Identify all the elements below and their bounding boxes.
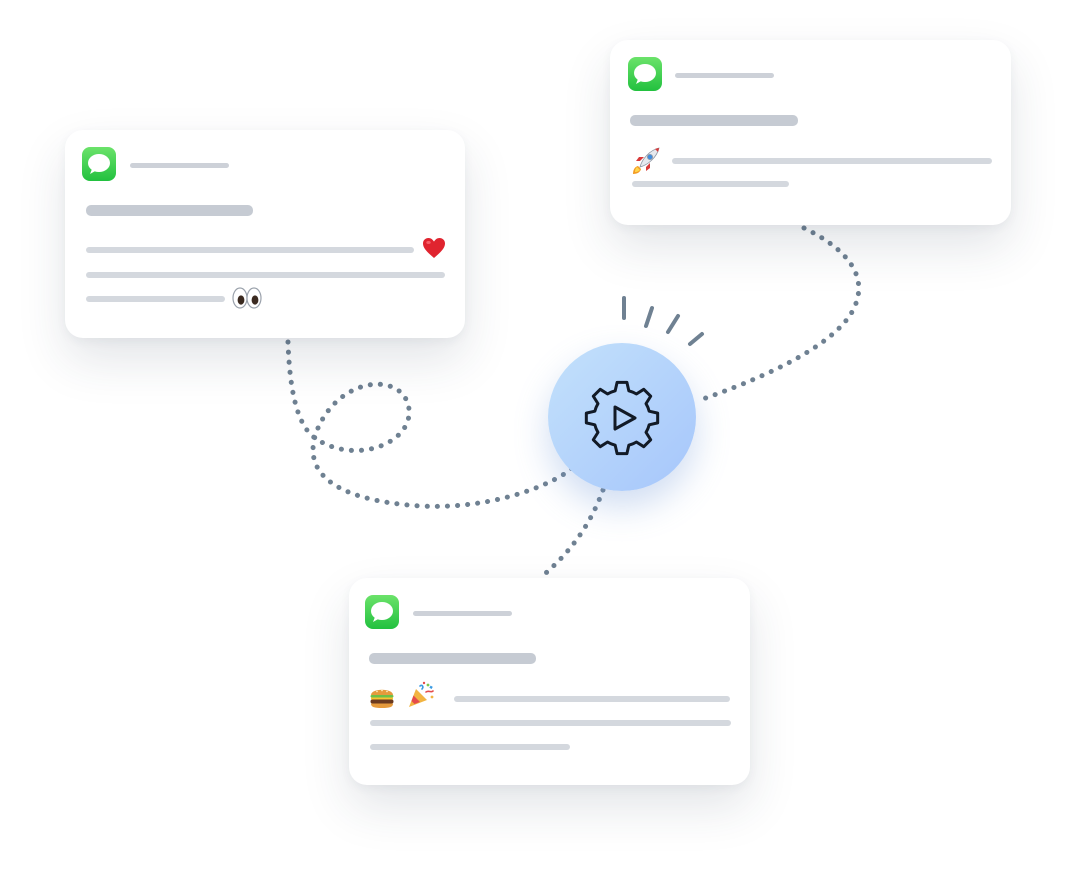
gear-play-icon xyxy=(584,380,660,456)
message-card-left xyxy=(65,130,465,338)
message-line-placeholder xyxy=(672,158,992,164)
message-line-placeholder xyxy=(370,720,731,726)
message-card-right xyxy=(610,40,1011,225)
automation-hub[interactable] xyxy=(548,343,696,491)
message-line-placeholder xyxy=(454,696,730,702)
party-popper-icon xyxy=(406,680,436,710)
messages-app-icon xyxy=(82,147,116,181)
messages-app-icon xyxy=(628,57,662,91)
message-line-placeholder xyxy=(370,744,570,750)
eyes-icon xyxy=(231,285,263,311)
message-card-bottom xyxy=(349,578,750,785)
message-line-placeholder xyxy=(86,247,414,253)
subject-placeholder xyxy=(630,115,798,126)
connector-right-card xyxy=(697,225,862,403)
message-line-placeholder xyxy=(632,181,789,187)
subject-placeholder xyxy=(369,653,536,664)
messages-app-icon xyxy=(365,595,399,629)
sender-placeholder xyxy=(130,163,229,168)
hamburger-icon xyxy=(368,683,396,711)
activity-sparks xyxy=(622,296,704,346)
sender-placeholder xyxy=(675,73,774,78)
message-line-placeholder xyxy=(86,296,225,302)
connector-left-card xyxy=(285,339,575,509)
connector-bottom-card xyxy=(537,487,606,581)
rocket-icon xyxy=(630,145,662,177)
message-line-placeholder xyxy=(86,272,445,278)
sender-placeholder xyxy=(413,611,512,616)
red-heart-icon xyxy=(421,235,447,261)
subject-placeholder xyxy=(86,205,253,216)
